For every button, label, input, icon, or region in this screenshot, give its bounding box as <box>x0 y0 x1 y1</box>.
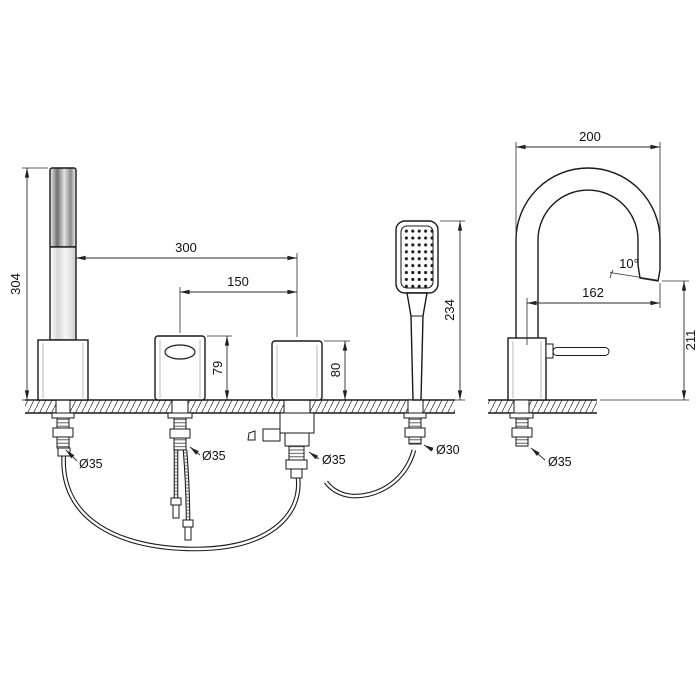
dim-diverter-height-label: 80 <box>328 363 343 377</box>
diverter-body-below-deck <box>247 399 315 479</box>
dia-diverter-hole-label: Ø35 <box>322 453 346 467</box>
label-valve-hole: Ø35 <box>189 446 226 463</box>
dimensions-front: 304 300 150 79 80 <box>8 167 465 471</box>
stud-side <box>509 399 534 447</box>
lever-handle-side <box>545 343 610 359</box>
hand-shower <box>395 220 439 401</box>
dim-shower-height-label: 234 <box>442 299 457 321</box>
annotation-outlet-angle: 10° <box>609 256 658 281</box>
handshower-hose <box>324 449 417 499</box>
dim-valve-height-label: 79 <box>210 361 225 375</box>
dia-valve-hole-label: Ø35 <box>202 449 226 463</box>
dimension-top-width: 200 <box>515 129 661 234</box>
dia-base-hole-label: Ø35 <box>548 455 572 469</box>
dim-outlet-height-label: 211 <box>683 330 698 351</box>
dim-top-width-label: 200 <box>579 129 601 144</box>
mixer-body-side <box>507 337 547 401</box>
dimension-valve-height: 79 <box>207 335 232 400</box>
dimension-spout-height: 304 <box>8 167 48 401</box>
dim-spacing-outer-label: 300 <box>175 240 197 255</box>
dim-outlet-reach-label: 162 <box>582 285 604 300</box>
label-diverter-hole: Ø35 <box>308 451 346 467</box>
valve-handle <box>154 335 206 401</box>
gooseneck-spout <box>515 167 661 338</box>
dimension-outlet-height: 211 <box>600 280 698 401</box>
dimensions-side: 200 162 211 10° Ø35 <box>515 129 698 469</box>
label-shower-hole: Ø30 <box>423 443 460 457</box>
diverter-handle <box>271 340 323 401</box>
below-deck-front <box>51 399 427 552</box>
spout-supply-hose-loop <box>61 451 301 552</box>
dimension-diverter-height: 80 <box>324 340 350 400</box>
outlet-angle-label: 10° <box>619 256 639 271</box>
label-base-hole-side: Ø35 <box>530 447 572 469</box>
dimension-spacing-inner: 150 <box>179 274 297 333</box>
dia-shower-hole-label: Ø30 <box>436 443 460 457</box>
shower-mounting-stud <box>403 399 427 445</box>
label-spout-hole: Ø35 <box>65 449 103 471</box>
deck-section-front <box>25 399 455 414</box>
dim-spacing-inner-label: 150 <box>227 274 249 289</box>
dia-spout-hole-label: Ø35 <box>79 457 103 471</box>
spout-mounting-stud <box>51 399 75 457</box>
tub-spout <box>37 167 89 401</box>
valve-mounting-stud <box>167 399 193 451</box>
front-view: 304 300 150 79 80 <box>8 167 465 552</box>
dim-spout-height-label: 304 <box>8 273 23 295</box>
side-view: 200 162 211 10° Ø35 <box>488 129 698 469</box>
valve-supply-hoses <box>170 449 194 541</box>
dimension-spacing-outer: 300 <box>76 240 298 337</box>
deck-section-side <box>488 399 597 414</box>
dimension-shower-height: 234 <box>440 220 465 401</box>
dimension-outlet-reach: 162 <box>526 283 661 345</box>
